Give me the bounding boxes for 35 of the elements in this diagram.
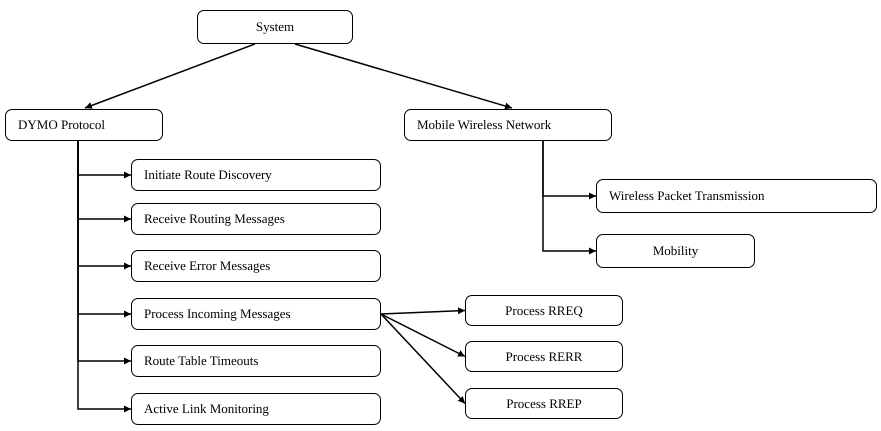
process-box [465,295,623,326]
box-label: Process RERR [506,348,582,364]
box-label: Mobility [652,243,698,259]
arrow [380,313,466,404]
process-box [5,109,163,141]
arrow [380,313,466,358]
process-box [596,179,877,213]
box-label: Process Incoming Messages [144,306,291,322]
box-label: DYMO Protocol [18,117,106,133]
box-label: Wireless Packet Transmission [609,188,764,204]
box-label: Route Table Timeouts [144,353,258,369]
arrow [294,43,512,110]
arrow [380,307,466,315]
process-box [131,345,381,377]
process-box [465,341,623,372]
process-box [131,159,381,191]
process-box [131,298,381,330]
box-label: Process RREQ [505,302,583,318]
arrow [542,141,596,254]
process-box [465,388,623,419]
process-box [131,250,381,282]
arrow [84,43,256,109]
process-box [596,234,755,268]
box-label: Receive Error Messages [144,258,270,274]
process-box [131,393,381,425]
process-box [131,203,381,235]
box-label: Receive Routing Messages [144,211,285,227]
box-label: Process RREP [506,396,582,412]
arrow [77,141,131,412]
box-label: Initiate Route Discovery [144,167,272,183]
box-label: System [256,19,294,35]
box-label: Mobile Wireless Network [417,117,552,133]
box-label: Active Link Monitoring [144,401,269,417]
process-box [404,109,612,141]
process-box [197,10,353,44]
